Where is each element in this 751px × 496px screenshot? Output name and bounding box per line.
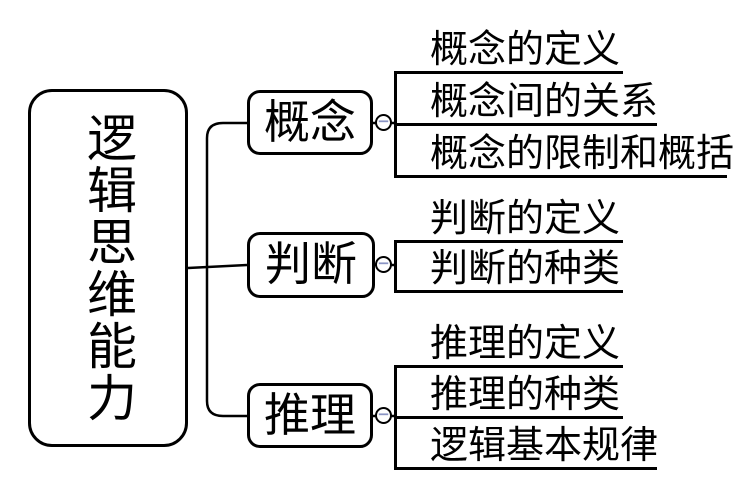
subtopic-label: 推理的定义 — [430, 323, 621, 365]
subtopic-label: 概念的定义 — [430, 29, 621, 71]
subtopic-logic-basic-laws[interactable]: 逻辑基本规律 — [394, 425, 659, 470]
subtopic-reasoning-definition[interactable]: 推理的定义 — [394, 323, 623, 368]
subtopic-concept-definition[interactable]: 概念的定义 — [394, 29, 623, 74]
subtopic-judgment-definition[interactable]: 判断的定义 — [394, 198, 623, 243]
collapse-button-judgment[interactable]: − — [375, 256, 392, 273]
connector-root-branches — [205, 121, 247, 418]
topic-reasoning[interactable]: 推理 — [247, 383, 373, 448]
branch-line-judgment — [394, 240, 397, 293]
subtopic-label: 判断的种类 — [430, 248, 621, 290]
minus-icon: − — [377, 112, 390, 130]
collapse-button-concept[interactable]: − — [375, 114, 392, 131]
root-topic-label: 逻辑思维能力 — [80, 112, 136, 424]
subtopic-judgment-types[interactable]: 判断的种类 — [394, 248, 623, 293]
subtopic-label: 概念的限制和概括 — [430, 133, 735, 175]
collapse-button-reasoning[interactable]: − — [375, 407, 392, 424]
minus-icon: − — [377, 405, 390, 423]
connector-root-to-judgment — [187, 263, 248, 270]
topic-concept-label: 概念 — [264, 96, 356, 148]
subtopic-concept-limitation[interactable]: 概念的限制和概括 — [394, 133, 734, 178]
subtopic-label: 推理的种类 — [430, 374, 621, 416]
subtopic-label: 判断的定义 — [430, 198, 621, 240]
minus-icon: − — [377, 254, 390, 272]
topic-reasoning-label: 推理 — [264, 389, 356, 441]
root-topic[interactable]: 逻辑思维能力 — [28, 89, 188, 447]
subtopic-label: 概念间的关系 — [430, 81, 659, 123]
subtopic-reasoning-types[interactable]: 推理的种类 — [394, 374, 623, 419]
topic-concept[interactable]: 概念 — [247, 90, 373, 155]
topic-judgment-label: 判断 — [265, 239, 357, 290]
subtopic-concept-relations[interactable]: 概念间的关系 — [394, 81, 659, 126]
subtopic-label: 逻辑基本规律 — [430, 425, 659, 467]
topic-judgment[interactable]: 判断 — [247, 232, 375, 298]
